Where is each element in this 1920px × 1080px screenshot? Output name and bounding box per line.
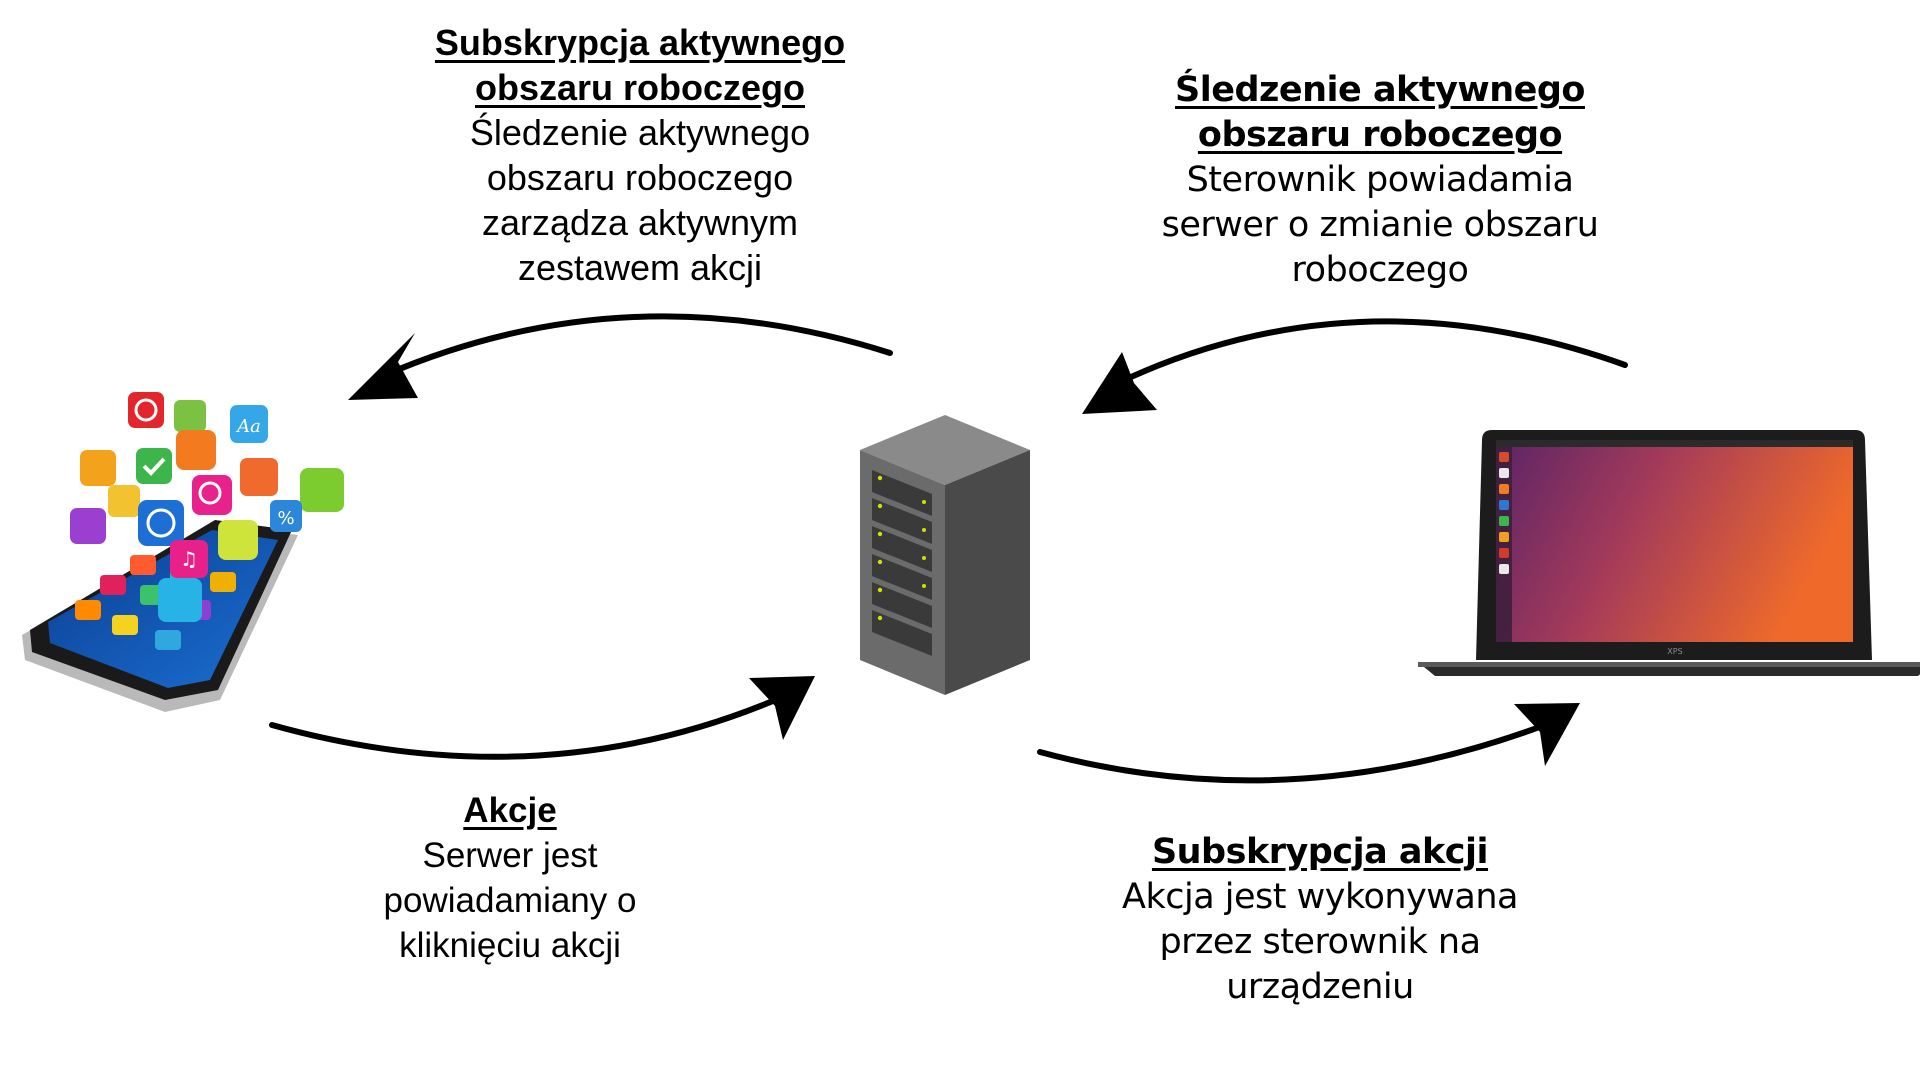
label-action-subscription-title: Subskrypcja akcji bbox=[1151, 832, 1489, 872]
laptop-brand: XPS bbox=[1667, 647, 1682, 656]
arrow-laptop-to-server bbox=[1082, 318, 1628, 414]
label-action-subscription: Subskrypcja akcji Akcja jest wykonywana … bbox=[1110, 830, 1530, 1010]
svg-text:♫: ♫ bbox=[180, 547, 198, 571]
laptop-icon: XPS bbox=[1418, 430, 1920, 676]
label-action-subscription-body: Akcja jest wykonywana przez sterownik na… bbox=[1122, 877, 1518, 1007]
svg-text:Aa: Aa bbox=[235, 416, 261, 437]
arrow-server-to-phone bbox=[348, 313, 893, 400]
label-workspace-tracking-title: Śledzenie aktywnego obszaru roboczego bbox=[1175, 70, 1585, 155]
svg-text:%: % bbox=[277, 508, 294, 529]
label-actions-body: Serwer jest powiadamiany o kliknięciu ak… bbox=[383, 836, 637, 965]
label-actions: Akcje Serwer jest powiadamiany o kliknię… bbox=[330, 788, 690, 968]
label-workspace-tracking: Śledzenie aktywnego obszaru roboczego St… bbox=[1130, 68, 1630, 293]
label-workspace-subscription-body: Śledzenie aktywnego obszaru roboczego za… bbox=[469, 112, 811, 288]
smartphone-icon: Aa % ♫ bbox=[22, 392, 344, 712]
label-workspace-subscription-title: Subskrypcja aktywnego obszaru roboczego bbox=[434, 22, 846, 108]
server-icon bbox=[860, 415, 1030, 695]
label-workspace-subscription: Subskrypcja aktywnego obszaru roboczego … bbox=[380, 20, 900, 290]
arrow-phone-to-server bbox=[269, 676, 815, 760]
arrow-server-to-laptop bbox=[1037, 703, 1580, 784]
label-actions-title: Akcje bbox=[463, 791, 557, 830]
label-workspace-tracking-body: Sterownik powiadamia serwer o zmianie ob… bbox=[1161, 160, 1599, 290]
